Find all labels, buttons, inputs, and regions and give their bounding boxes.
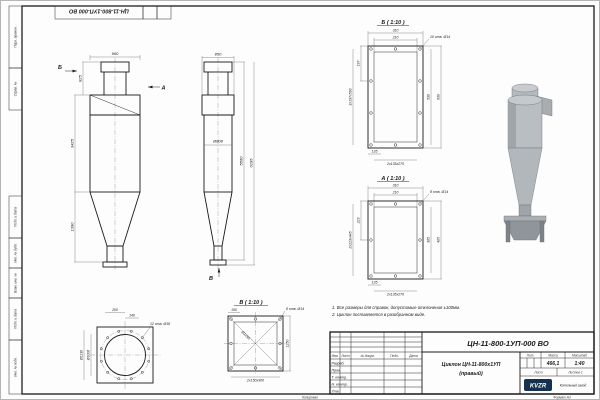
stamp-designation: ЦН-11-800-1УП-000 ВО xyxy=(68,8,128,14)
flange-detail: 200 140 12 отв. Ø18 Ø1006 Ø1130 xyxy=(80,308,170,389)
section-a-holes-note: 8 отв. Ø14 xyxy=(430,190,448,194)
tb-row-ncontr: Н. контр. xyxy=(332,383,348,387)
tb-sheets-label: Листов 1 xyxy=(567,371,582,375)
margin-label-vzam: Взам. инв. № xyxy=(14,273,18,293)
section-b-dim-630: 630 xyxy=(437,94,441,100)
company-logo xyxy=(524,379,552,391)
section-b-dim-197: 197 xyxy=(357,60,361,67)
flange-dia-outer: Ø1130 xyxy=(80,350,84,361)
section-b-chain-bottom: 2х135х270 xyxy=(386,162,404,166)
margin-label-sprav: Справ. № xyxy=(14,81,18,96)
section-b-dim-530: 530 xyxy=(427,94,431,100)
format-label: Формат А3 xyxy=(553,396,571,400)
margin-label-inv-podl: Инв. № подл. xyxy=(14,357,18,377)
tb-col-izm: Изм. xyxy=(332,354,339,358)
section-b-title: Б ( 1:10 ) xyxy=(381,20,404,26)
view-arrow-v-label: В xyxy=(209,276,213,282)
view-v: В ( 1:10 ) 8 отв. Ø14 150 Ø1250 1250 2х1… xyxy=(224,300,304,383)
tb-row-utv: Утв. xyxy=(332,390,340,394)
view-arrow-a-icon xyxy=(148,85,153,89)
dim-825-label: 825 xyxy=(78,74,83,81)
section-a: А ( 1:10 ) 310 210 8 отв. Ø14 223 2х223х… xyxy=(349,176,449,297)
cyclone-3d-render xyxy=(503,83,553,243)
dim-850-label: 850 xyxy=(215,52,222,57)
section-b-dim-310: 310 xyxy=(393,29,399,33)
margin-label-perv: Перв. примен. xyxy=(14,26,18,47)
dim-3425-label: 3425 xyxy=(70,138,75,148)
tb-name: Циклон ЦН-11-800х1УП xyxy=(442,362,501,368)
copied-label: Копировал xyxy=(302,396,318,400)
section-a-chain-left: 2х223х445 xyxy=(349,231,353,249)
view-v-chain-bottom: 2х150х300 xyxy=(246,379,264,383)
section-b-dim-135: 135 xyxy=(372,150,378,154)
left-margin-cells: Перв. примен. Справ. № Подп. и дата Инв.… xyxy=(8,5,23,395)
tb-row-tcontr: Т. контр. xyxy=(332,376,348,380)
view-v-holes-note: 8 отв. Ø14 xyxy=(286,307,304,311)
section-a-dim-485: 485 xyxy=(437,237,441,243)
note-line-2: 2. Циклон поставляется в разобранном вид… xyxy=(331,312,425,317)
tb-name2: (правый) xyxy=(459,370,483,377)
section-b-holes-note: 10 отв. Ø14 xyxy=(430,35,450,39)
company-name: Котельный завод xyxy=(560,384,587,388)
tb-mass-label: Масса xyxy=(548,354,558,358)
tb-sheet-label: Лист xyxy=(533,371,543,375)
view-arrow-b-icon xyxy=(72,69,77,73)
flange-holes-note: 12 отв. Ø18 xyxy=(150,322,170,326)
side-view: 850 Ø808 5560 6195 В xyxy=(201,52,255,282)
dim-5560-label: 5560 xyxy=(239,156,244,166)
notes: 1. Все размеры для справок, допустимые о… xyxy=(331,305,460,317)
section-b-chain-left: 3х197х590 xyxy=(349,88,353,105)
tb-scale-label: Масштаб xyxy=(572,354,587,358)
margin-label-inv-dubl: Инв. № дубл. xyxy=(14,243,18,263)
company-logo-text: KVZR xyxy=(530,384,547,390)
view-v-dim-150: 150 xyxy=(231,308,237,312)
tb-lit-label: Лит. xyxy=(526,354,535,358)
section-a-dim-385: 385 xyxy=(427,237,431,243)
view-arrow-b-label: Б xyxy=(58,65,62,71)
note-line-1: 1. Все размеры для справок, допустимые о… xyxy=(332,305,460,310)
dim-1390-label: 1390 xyxy=(70,222,75,232)
tb-row-razrab: Разраб. xyxy=(332,362,345,366)
view-v-dim-diag: Ø1250 xyxy=(240,329,251,340)
dim-dia808-label: Ø808 xyxy=(212,139,224,144)
top-stamp: ЦН-11-800-1УП-000 ВО xyxy=(54,5,172,20)
tb-col-data: Дата xyxy=(408,354,418,358)
view-v-dim-1250: 1250 xyxy=(286,340,290,348)
margin-label-podp1: Подп. и дата xyxy=(14,207,18,227)
title-block: ЦН-11-800-1УП-000 ВО Циклон ЦН-11-800х1У… xyxy=(329,331,595,395)
tb-mass-value: 466,1 xyxy=(546,361,560,367)
view-arrow-a-label: А xyxy=(161,86,166,92)
section-a-dim-223: 223 xyxy=(357,218,361,225)
margin-label-podp2: Подп. и дата xyxy=(14,309,18,329)
section-b: Б ( 1:10 ) 310 210 10 отв. Ø14 197 3х197… xyxy=(349,20,451,166)
section-a-title: А ( 1:10 ) xyxy=(380,176,404,182)
tb-scale-value: 1:40 xyxy=(574,361,584,367)
section-a-dim-210: 210 xyxy=(392,191,399,195)
section-a-dim-135: 135 xyxy=(372,281,378,285)
dim-960-label: 960 xyxy=(112,51,119,56)
section-b-dim-210: 210 xyxy=(392,36,399,40)
flange-dim-140: 140 xyxy=(129,314,135,318)
view-v-title: В ( 1:10 ) xyxy=(239,300,262,306)
view-arrow-v-icon xyxy=(217,268,221,273)
front-view: 960 825 3425 1390 Б А xyxy=(58,51,166,271)
flange-dia-inner: Ø1006 xyxy=(87,350,91,362)
tb-designation: ЦН-11-800-1УП-000 ВО xyxy=(467,339,549,348)
dim-6195-label: 6195 xyxy=(249,158,254,168)
section-a-dim-310: 310 xyxy=(393,184,399,188)
tb-col-doc: № докум. xyxy=(360,354,374,358)
flange-dim-200: 200 xyxy=(111,308,118,312)
section-a-chain-bottom: 2х135х270 xyxy=(386,293,404,297)
tb-col-podp: Подп. xyxy=(390,354,399,358)
tb-col-list: Лист xyxy=(340,354,350,358)
tb-row-prov: Пров. xyxy=(332,369,341,373)
